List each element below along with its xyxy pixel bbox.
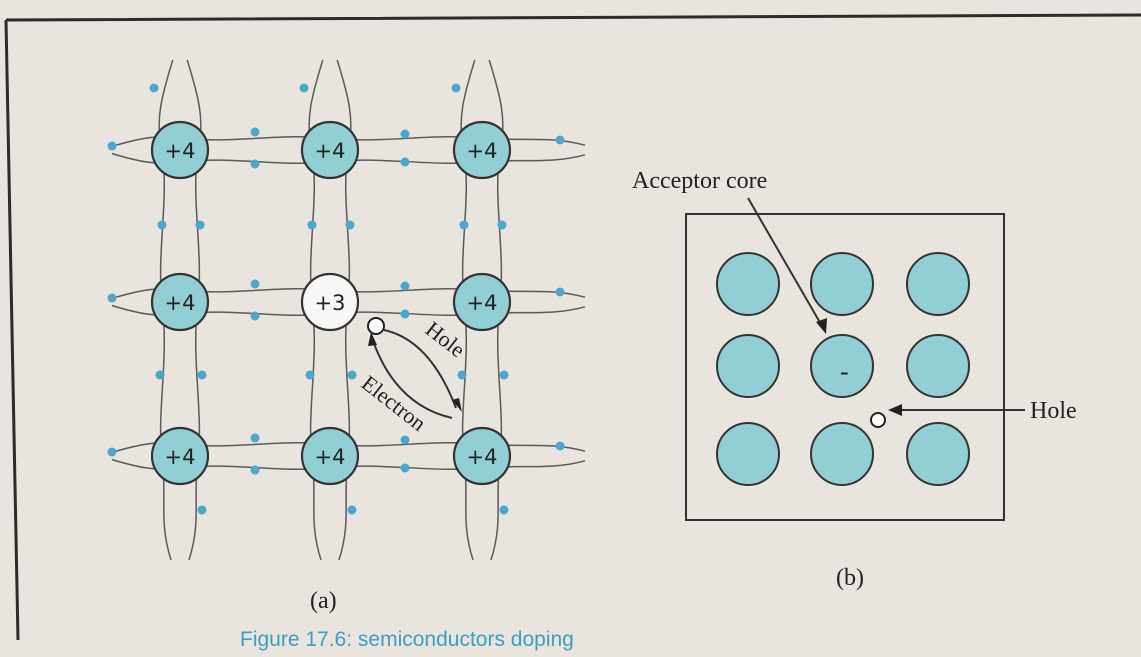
electron-dot <box>195 220 205 230</box>
acceptor-pointer-line <box>747 197 823 327</box>
hole-pointer-arrowhead <box>888 404 902 416</box>
atom-charge-label: +3 <box>315 291 346 315</box>
ion-cores <box>716 252 970 486</box>
atom-charge-label: +4 <box>467 291 498 315</box>
electron-arrow <box>371 337 453 419</box>
diagram-a-label: (a) <box>310 588 337 614</box>
atom-charge-label: +4 <box>165 445 196 469</box>
acceptor-pointer-arrowhead <box>816 318 827 334</box>
atom-core <box>452 426 512 486</box>
ion-core <box>906 252 970 316</box>
atom-core <box>452 120 512 180</box>
atom-core <box>150 120 210 180</box>
ion-core <box>906 422 970 486</box>
ion-core <box>716 422 780 486</box>
electron-dot <box>400 435 410 445</box>
electron-dot <box>107 141 117 151</box>
electron-dot <box>250 465 260 475</box>
electron-dot <box>157 220 167 230</box>
electron-dot <box>197 370 207 380</box>
electron-dot <box>305 370 315 380</box>
hole-arrowhead <box>452 398 462 412</box>
electron-dot <box>400 309 410 319</box>
ion-core <box>906 334 970 398</box>
crystal-box <box>685 213 1005 521</box>
electron-dot <box>250 311 260 321</box>
electron-dot <box>250 279 260 289</box>
electron-arrowhead <box>368 332 377 346</box>
electron-dot <box>457 370 467 380</box>
electron-dot <box>497 220 507 230</box>
electron-dot <box>400 463 410 473</box>
atom-charge-label: +4 <box>165 139 196 163</box>
valence-electrons <box>107 83 565 515</box>
electron-dot <box>149 83 159 93</box>
electron-dot <box>197 505 207 515</box>
electron-dot <box>555 287 565 297</box>
electron-dot <box>451 83 461 93</box>
electron-dot <box>400 157 410 167</box>
atom-core <box>452 272 512 332</box>
acceptor-minus-sign: - <box>840 357 849 386</box>
electron-dot <box>250 127 260 137</box>
hole-marker-b <box>870 412 886 428</box>
electron-dot <box>107 293 117 303</box>
atom-core <box>150 272 210 332</box>
electron-dot <box>347 505 357 515</box>
atom-core <box>300 120 360 180</box>
electron-dot <box>299 83 309 93</box>
atom-charge-label: +4 <box>315 445 346 469</box>
atom-cores: +4 +4 +4 +4 +3 +4 +4 +4 +4 <box>150 120 512 486</box>
acceptor-core-label: Acceptor core <box>632 168 767 194</box>
hole-arrow <box>383 329 457 409</box>
atom-core <box>300 272 360 332</box>
diagram-b-label: (b) <box>836 565 864 591</box>
electron-dot <box>345 220 355 230</box>
electron-dot <box>250 159 260 169</box>
electron-dot <box>107 447 117 457</box>
electron-dot <box>347 370 357 380</box>
ion-core <box>810 422 874 486</box>
electron-dot <box>499 370 509 380</box>
atom-core <box>300 426 360 486</box>
figure-caption: Figure 17.6: semiconductors doping <box>240 628 574 651</box>
lattice-diagram-a: +4+4+4+4+3+4+4+4+4 Hole Electron (a) <box>107 59 586 614</box>
electron-dot <box>499 505 509 515</box>
ion-core <box>810 334 874 398</box>
atom-core <box>150 426 210 486</box>
atom-charge-label: +4 <box>467 139 498 163</box>
acceptor-diagram-b: - Hole Acceptor core (b) <box>632 168 1077 591</box>
figure-frame <box>4 13 1141 641</box>
atom-charge-label: +4 <box>315 139 346 163</box>
electron-dot <box>555 135 565 145</box>
electron-dot <box>400 129 410 139</box>
hole-marker-a <box>367 317 385 335</box>
electron-dot <box>555 441 565 451</box>
ion-core <box>716 334 780 398</box>
electron-dot <box>250 433 260 443</box>
atom-charge-label: +4 <box>165 291 196 315</box>
electron-dot <box>307 220 317 230</box>
hole-label-b: Hole <box>1030 398 1077 424</box>
ion-core <box>716 252 780 316</box>
electron-dot <box>155 370 165 380</box>
electron-dot <box>400 281 410 291</box>
ion-core <box>810 252 874 316</box>
atom-charge-label: +4 <box>467 445 498 469</box>
electron-dot <box>459 220 469 230</box>
